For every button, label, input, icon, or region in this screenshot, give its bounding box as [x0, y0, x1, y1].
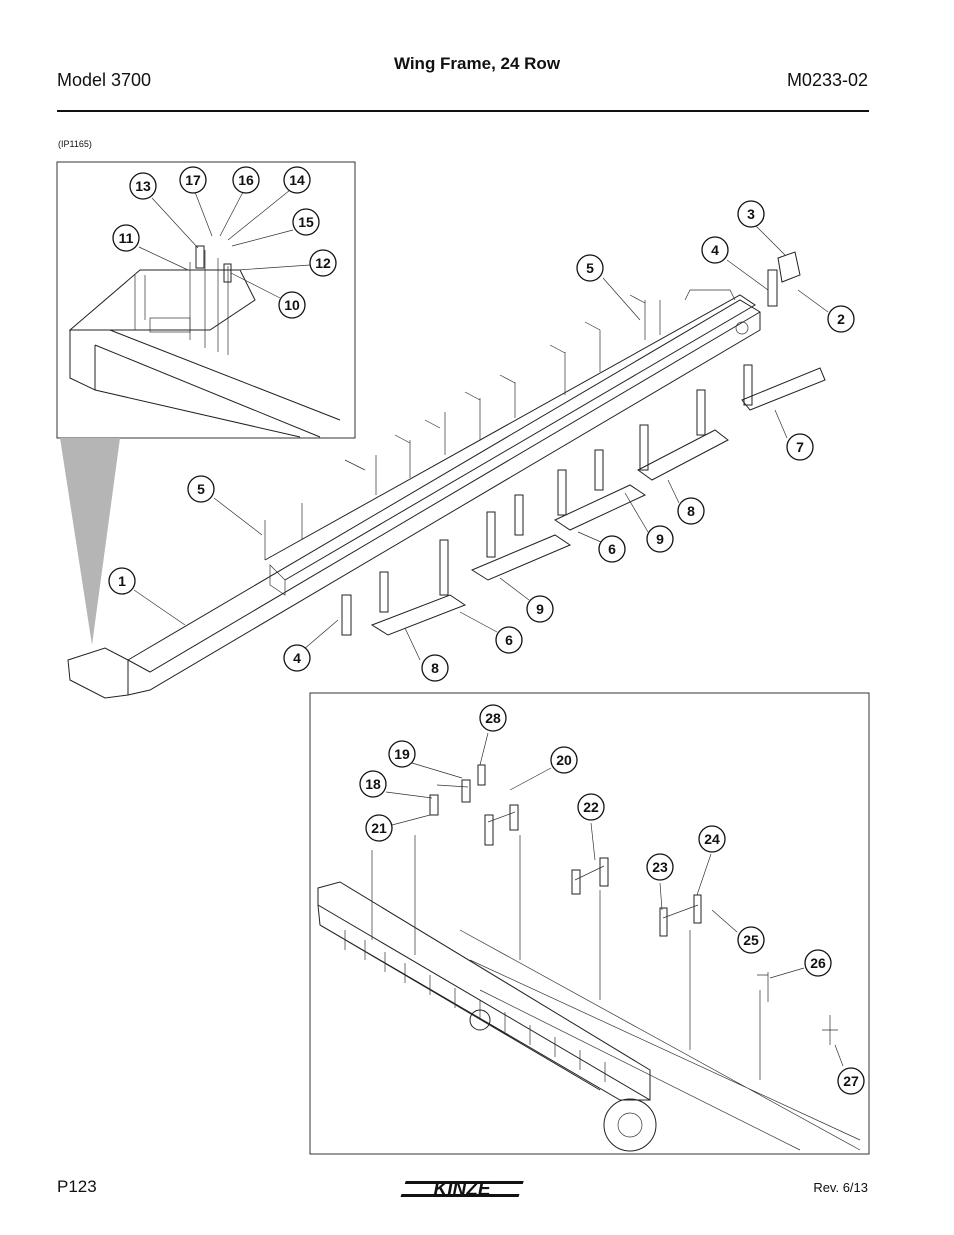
callout-13: 13 [129, 172, 157, 200]
leader-lines [133, 189, 829, 661]
svg-text:7: 7 [796, 439, 804, 455]
callout-9-lower: 9 [526, 595, 554, 623]
callout-26: 26 [804, 949, 832, 977]
svg-text:13: 13 [135, 178, 151, 194]
callout-11: 11 [112, 224, 140, 252]
svg-text:9: 9 [656, 531, 664, 547]
svg-text:16: 16 [238, 172, 254, 188]
svg-text:KINZE: KINZE [434, 1179, 492, 1200]
callout-22: 22 [577, 793, 605, 821]
detail-inset-top [56, 161, 356, 645]
zoom-shading [60, 438, 120, 645]
document-number: M0233-02 [786, 70, 868, 90]
callout-24: 24 [698, 825, 726, 853]
svg-text:11: 11 [119, 230, 134, 246]
row-unit-brackets [341, 251, 826, 636]
svg-text:1: 1 [118, 573, 126, 589]
callout-9-upper: 9 [646, 525, 674, 553]
svg-text:6: 6 [608, 541, 616, 557]
callout-15: 15 [292, 208, 320, 236]
wing-frame-beam [67, 289, 761, 699]
svg-text:6: 6 [505, 632, 513, 648]
callout-8-upper: 8 [677, 497, 705, 525]
callout-19: 19 [388, 740, 416, 768]
svg-text:14: 14 [289, 172, 305, 188]
svg-text:23: 23 [652, 859, 668, 875]
callout-1: 1 [108, 567, 136, 595]
svg-text:9: 9 [536, 601, 544, 617]
svg-text:17: 17 [185, 172, 201, 188]
callout-7: 7 [786, 433, 814, 461]
svg-text:18: 18 [365, 776, 381, 792]
callout-10: 10 [278, 291, 306, 319]
svg-text:19: 19 [394, 746, 410, 762]
svg-text:26: 26 [810, 955, 826, 971]
svg-text:4: 4 [293, 650, 301, 666]
svg-text:15: 15 [298, 214, 314, 230]
revision-label: Rev. 6/13 [813, 1180, 868, 1195]
callout-14: 14 [283, 166, 311, 194]
callout-6-lower: 6 [495, 626, 523, 654]
svg-text:12: 12 [315, 255, 331, 271]
svg-text:4: 4 [711, 242, 719, 258]
svg-text:20: 20 [556, 752, 572, 768]
beam-uprights [264, 294, 661, 560]
svg-text:21: 21 [371, 820, 387, 836]
kinze-logo: KINZE [400, 1179, 524, 1200]
svg-text:8: 8 [431, 660, 439, 676]
callout-5-upper: 5 [576, 254, 604, 282]
svg-text:28: 28 [485, 710, 501, 726]
model-label: Model 3700 [57, 70, 152, 90]
svg-text:5: 5 [586, 260, 594, 276]
callout-21: 21 [365, 814, 393, 842]
callout-16: 16 [232, 166, 260, 194]
svg-text:25: 25 [743, 932, 759, 948]
callout-28: 28 [479, 704, 507, 732]
callout-4-upper: 4 [701, 236, 729, 264]
callout-4-lower: 4 [283, 644, 311, 672]
svg-text:10: 10 [284, 297, 300, 313]
callout-25: 25 [737, 926, 765, 954]
detail-inset-bottom [309, 692, 870, 1155]
callout-18: 18 [359, 770, 387, 798]
page-number: P123 [57, 1177, 97, 1196]
callout-5-lower: 5 [187, 475, 215, 503]
callout-6-upper: 6 [598, 535, 626, 563]
callout-17: 17 [179, 166, 207, 194]
callout-23: 23 [646, 853, 674, 881]
svg-text:5: 5 [197, 481, 205, 497]
callout-3: 3 [737, 200, 765, 228]
callout-27: 27 [837, 1067, 865, 1095]
callout-2: 2 [827, 305, 855, 333]
header-divider [57, 110, 869, 112]
page-title: Wing Frame, 24 Row [393, 54, 561, 73]
svg-text:3: 3 [747, 206, 755, 222]
callout-8-lower: 8 [421, 654, 449, 682]
svg-text:22: 22 [583, 799, 599, 815]
callout-12: 12 [309, 249, 337, 277]
callout-20: 20 [550, 746, 578, 774]
callout-balloons: 1 2 3 4 4 5 5 6 6 7 8 8 9 9 10 11 12 13 … [108, 166, 865, 1095]
svg-text:2: 2 [837, 311, 845, 327]
svg-text:8: 8 [687, 503, 695, 519]
figure-reference: (IP1165) [58, 139, 92, 149]
svg-text:24: 24 [704, 831, 720, 847]
svg-text:27: 27 [843, 1073, 859, 1089]
